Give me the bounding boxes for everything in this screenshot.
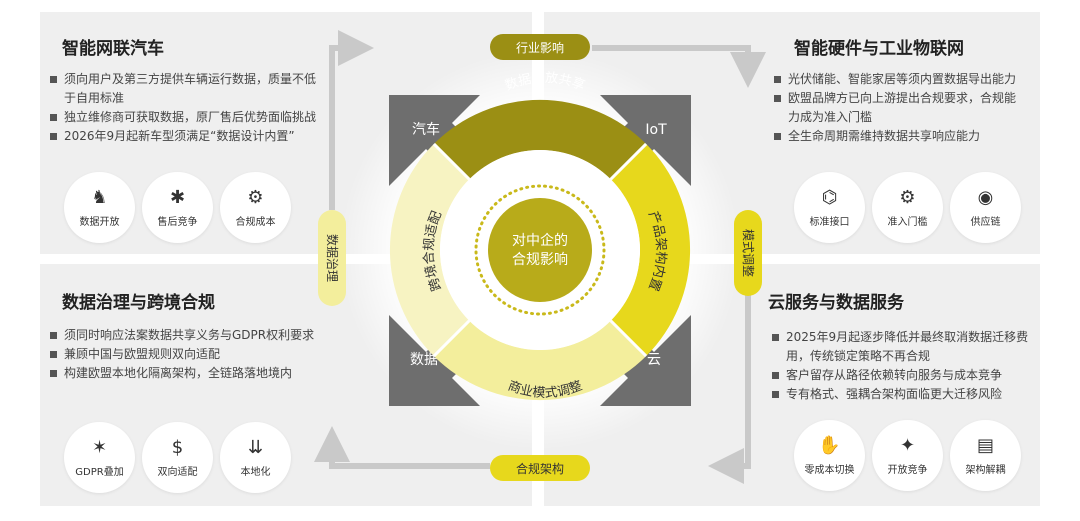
feature-label: 零成本切换 — [804, 464, 855, 476]
feature-label: 本地化 — [240, 466, 271, 478]
arrow-label-data: 数据 — [410, 352, 438, 368]
bullet-item: 光伏储能、智能家居等须内置数据导出能力 — [774, 70, 1024, 89]
panel-title: 智能硬件与工业物联网 — [794, 39, 964, 59]
cycle-arrow-bottom-left — [314, 426, 490, 469]
arrow-label-cloud: 云 — [647, 352, 661, 368]
feature-compliance-cost: ⚙ 合规成本 — [220, 172, 291, 243]
bullet-item: 专有格式、强耦合架构面临更大迁移风险 — [772, 385, 1034, 404]
bullet-item: 须同时响应法案数据共享义务与GDPR权利要求 — [50, 326, 326, 345]
feature-label: 数据开放 — [79, 216, 120, 228]
arrow-label-car: 汽车 — [412, 121, 440, 138]
arrow-label-iot: IoT — [645, 122, 667, 138]
feature-standard-interface: ⌬ 标准接口 — [794, 172, 865, 243]
ring-label-top: 数据开放共享 — [503, 71, 587, 94]
cycle-arrow-left-up — [329, 30, 374, 210]
feature-label: 供应链 — [970, 216, 1001, 228]
icon-row: ⌬ 标准接口 ⚙ 准入门槛 ◉ 供应链 — [794, 172, 1021, 243]
feature-gdpr: ✶ GDPR叠加 — [64, 422, 135, 493]
pill-mode-adjustment — [734, 210, 762, 296]
chat-edit-icon: ▤ — [976, 434, 994, 456]
ring-dividers — [432, 142, 648, 358]
feature-label: 架构解耦 — [965, 464, 1006, 476]
bullet-list: 须向用户及第三方提供车辆运行数据，质量不低于自用标准 独立维修商可获取数据，原厂… — [50, 70, 322, 146]
chess-knight-icon: ♞ — [91, 186, 108, 208]
dotted-circle — [474, 184, 606, 316]
center-circle — [488, 198, 592, 302]
bullet-item: 兼顾中国与欧盟规则双向适配 — [50, 345, 326, 364]
ring-label-bottom: 商业模式调整 — [506, 379, 585, 402]
ring-label-left: 跨境合规适配 — [422, 209, 445, 293]
eye-icon: ◉ — [977, 186, 994, 208]
gears-icon: ⚙ — [247, 186, 264, 208]
feature-decoupling: ▤ 架构解耦 — [950, 420, 1021, 491]
icon-row: ✋ 零成本切换 ✦ 开放竞争 ▤ 架构解耦 — [794, 420, 1021, 491]
icon-row: ✶ GDPR叠加 $ 双向适配 ⇊ 本地化 — [64, 422, 291, 493]
feature-aftersales: ✱ 售后竞争 — [142, 172, 213, 243]
network-node-icon: ⌬ — [821, 186, 838, 208]
feature-supply-chain: ◉ 供应链 — [950, 172, 1021, 243]
bullet-item: 欧盟品牌方已向上游提出合规要求，合规能力成为准入门槛 — [774, 89, 1024, 127]
center-line-2: 合规影响 — [512, 252, 568, 268]
ring-label-right: 产品架构内置 — [645, 209, 668, 293]
hand-coin-icon: ✋ — [818, 434, 841, 456]
pill-label-top: 行业影响 — [516, 40, 564, 55]
feature-data-open: ♞ 数据开放 — [64, 172, 135, 243]
bullet-item: 2025年9月起逐步降低并最终取消数据迁移费用，传统锁定策略不再合规 — [772, 328, 1034, 366]
ring-segment-bottom — [433, 320, 647, 401]
bullet-item: 2026年9月起新车型须满足“数据设计内置” — [50, 127, 322, 146]
center-line-1: 对中企的 — [512, 232, 568, 249]
bullet-item: 构建欧盟本地化隔离架构，全链路落地境内 — [50, 364, 326, 383]
cycle-arrow-right-down — [708, 292, 751, 484]
panel-title: 云服务与数据服务 — [768, 293, 904, 313]
feature-label: GDPR叠加 — [75, 466, 124, 478]
feature-open-competition: ✦ 开放竞争 — [872, 420, 943, 491]
money-bag-icon: $ — [171, 436, 184, 458]
feature-localization: ⇊ 本地化 — [220, 422, 291, 493]
bullet-list: 2025年9月起逐步降低并最终取消数据迁移费用，传统锁定策略不再合规 客户留存从… — [772, 328, 1034, 404]
ring-segment-right — [610, 143, 691, 357]
cycle-arrows — [314, 30, 766, 484]
feature-label: 合规成本 — [235, 216, 276, 228]
icon-row: ♞ 数据开放 ✱ 售后竞争 ⚙ 合规成本 — [64, 172, 291, 243]
panel-title: 数据治理与跨境合规 — [62, 293, 215, 313]
pill-data-governance — [318, 210, 346, 306]
bullet-item: 须向用户及第三方提供车辆运行数据，质量不低于自用标准 — [50, 70, 322, 108]
ring — [389, 99, 691, 401]
cycle-arrow-top-right — [592, 45, 766, 88]
feature-label: 售后竞争 — [157, 216, 198, 228]
feature-label: 准入门槛 — [887, 216, 928, 228]
bullet-item: 全生命周期需维持数据共享响应能力 — [774, 127, 1024, 146]
bullet-list: 光伏储能、智能家居等须内置数据导出能力 欧盟品牌方已向上游提出合规要求，合规能力… — [774, 70, 1024, 146]
bullet-item: 独立维修商可获取数据，原厂售后优势面临挑战 — [50, 108, 322, 127]
feature-zero-cost-switch: ✋ 零成本切换 — [794, 420, 865, 491]
panel-title: 智能网联汽车 — [62, 39, 164, 59]
gear-person-icon: ✶ — [91, 436, 108, 458]
feature-label: 双向适配 — [157, 466, 198, 478]
feature-label: 标准接口 — [809, 216, 850, 228]
feature-label: 开放竞争 — [887, 464, 928, 476]
gear-icon: ⚙ — [899, 186, 916, 208]
people-icon: ✦ — [899, 434, 916, 456]
pill-label-left: 数据治理 — [325, 234, 340, 282]
puzzle-icon: ✱ — [169, 186, 186, 208]
feature-entry-barrier: ⚙ 准入门槛 — [872, 172, 943, 243]
bullet-item: 客户留存从路径依赖转向服务与成本竞争 — [772, 366, 1034, 385]
pill-label-bottom: 合规架构 — [516, 461, 564, 476]
ring-segment-left — [389, 143, 470, 357]
pill-industry-impact — [490, 34, 590, 60]
bullet-list: 须同时响应法案数据共享义务与GDPR权利要求 兼顾中国与欧盟规则双向适配 构建欧… — [50, 326, 326, 383]
cloud-download-icon: ⇊ — [247, 436, 264, 458]
pill-label-right: 模式调整 — [741, 229, 756, 277]
feature-bidirectional: $ 双向适配 — [142, 422, 213, 493]
pill-compliance-architecture — [490, 455, 590, 481]
ring-segment-top — [433, 99, 647, 180]
